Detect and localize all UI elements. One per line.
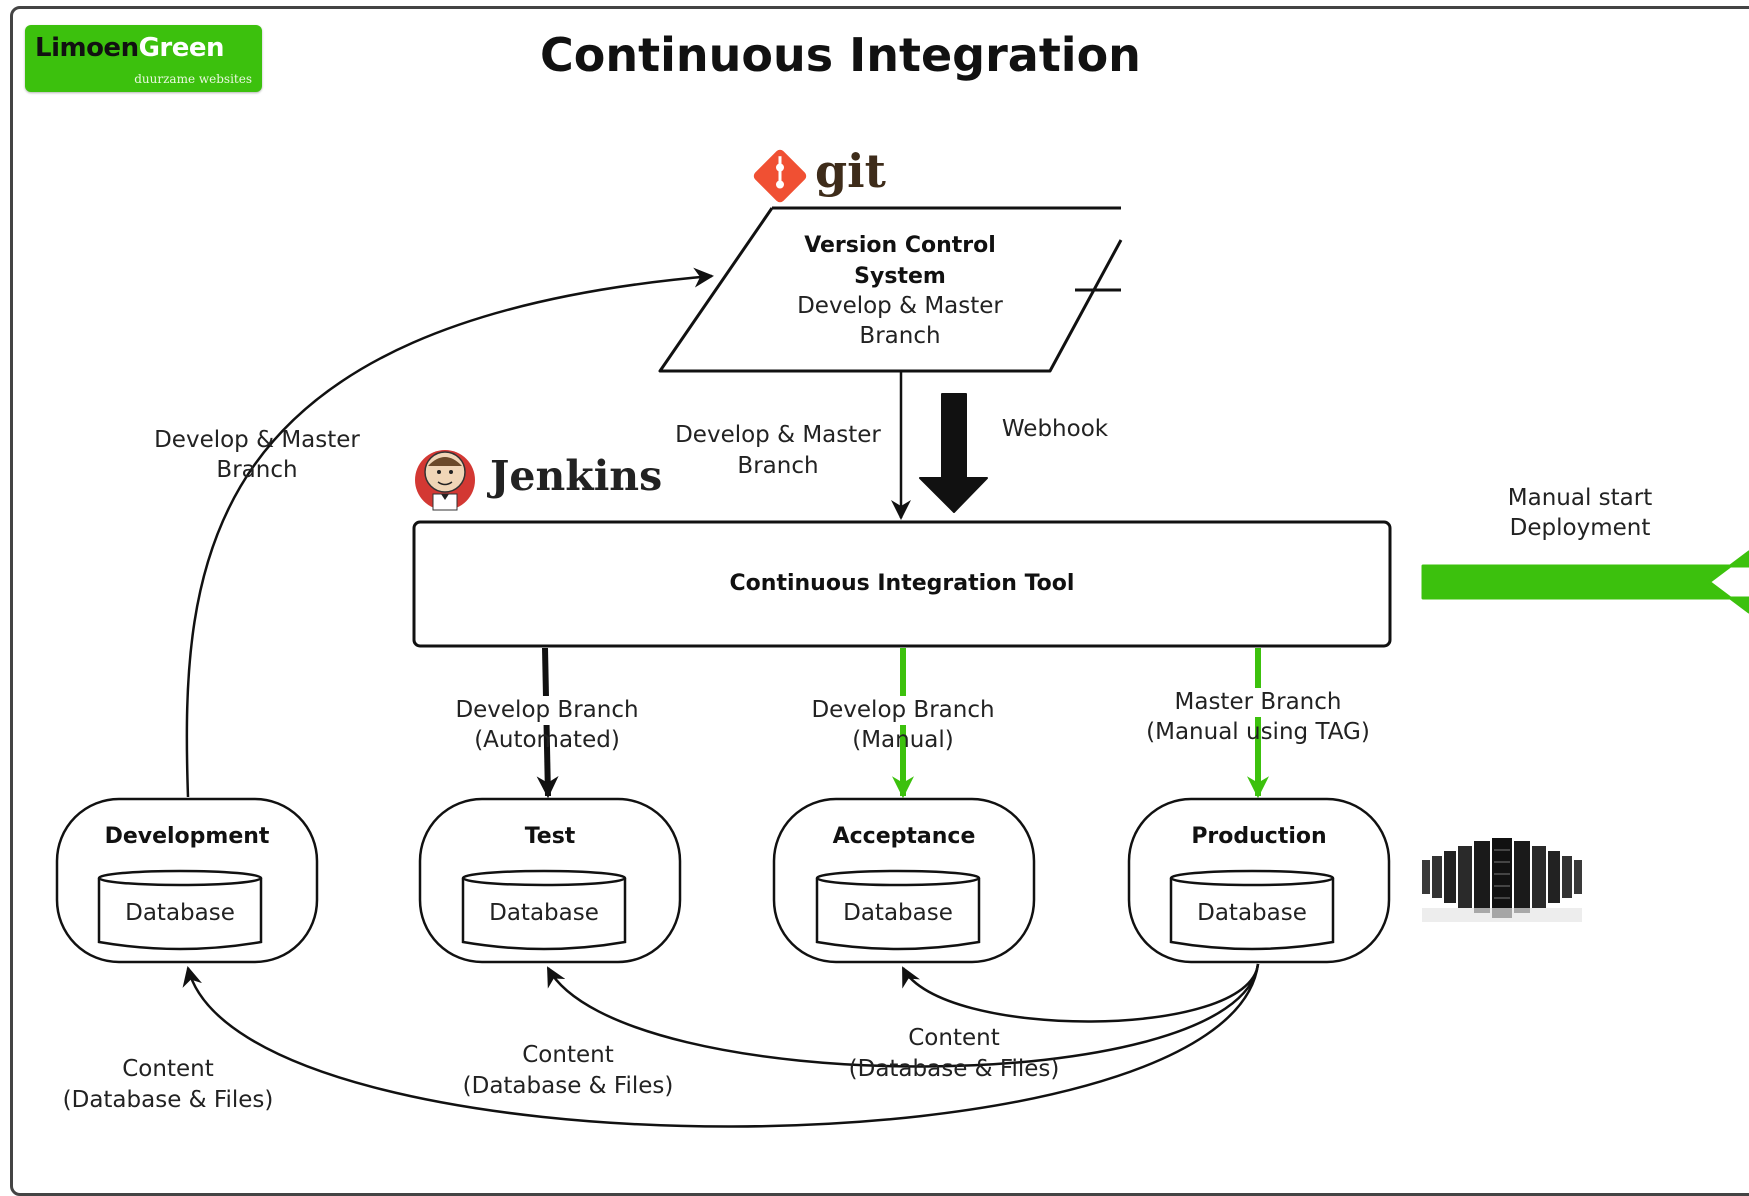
- vcs-to-ci-label-2: Branch: [737, 453, 819, 479]
- content-acc-label-2: (Database & Files): [848, 1056, 1060, 1082]
- logo-name-part2: Green: [138, 33, 225, 63]
- to-acceptance-label-2: (Manual): [852, 727, 954, 753]
- db-label-production: Database: [1197, 900, 1307, 926]
- vcs-sub-line2: Branch: [859, 323, 941, 349]
- manual-start-arrow: [1421, 550, 1749, 614]
- git-brand: git: [815, 144, 886, 198]
- db-cylinder-acceptance: [815, 869, 981, 951]
- jenkins-brand: Jenkins: [490, 452, 663, 500]
- ci-tool-label: Continuous Integration Tool: [729, 571, 1075, 596]
- env-name-acceptance: Acceptance: [832, 824, 976, 849]
- db-cylinder-development: [97, 869, 263, 951]
- env-name-test: Test: [524, 824, 576, 849]
- vcs-title-line2: System: [854, 264, 946, 289]
- content-dev-label-1: Content: [122, 1056, 214, 1082]
- to-test-label-1: Develop Branch: [430, 696, 664, 725]
- content-test-label-1: Content: [522, 1042, 614, 1068]
- server-rack-icon: [1422, 838, 1582, 922]
- manual-start-label-2: Deployment: [1509, 515, 1651, 541]
- db-label-test: Database: [489, 900, 599, 926]
- vcs-to-ci-label-1: Develop & Master: [675, 422, 881, 448]
- content-to-acceptance-arrow: [901, 963, 1260, 1023]
- db-label-development: Database: [125, 900, 235, 926]
- vcs-sub-line1: Develop & Master: [797, 293, 1003, 319]
- vcs-title-line1: Version Control: [804, 233, 996, 258]
- logo-name-part1: Limoen: [35, 33, 139, 63]
- webhook-arrow: [919, 393, 988, 513]
- dev-to-vcs-label-1: Develop & Master: [154, 427, 360, 453]
- to-production-label-2: (Manual using TAG): [1146, 719, 1370, 745]
- content-dev-label-2: (Database & Files): [62, 1087, 274, 1113]
- git-diamond-icon: [753, 149, 807, 203]
- to-acceptance-label-1: Develop Branch: [786, 696, 1020, 725]
- content-to-development-arrow: [182, 963, 1260, 1128]
- to-production-label-1: Master Branch: [1122, 688, 1394, 717]
- env-name-production: Production: [1191, 824, 1327, 849]
- env-name-development: Development: [104, 824, 270, 849]
- page-title: Continuous Integration: [540, 28, 1141, 82]
- webhook-label: Webhook: [1001, 416, 1109, 442]
- content-test-label-2: (Database & Files): [462, 1073, 674, 1099]
- ci-tool-box: [412, 520, 1392, 648]
- limoengreen-logo: LimoenGreen duurzame websites: [25, 25, 262, 92]
- to-test-label-2: (Automated): [474, 727, 620, 753]
- dev-to-vcs-arrow: [185, 267, 714, 798]
- jenkins-butler-icon: [415, 450, 475, 511]
- logo-tagline: duurzame websites: [134, 72, 252, 86]
- vcs-parallelogram: [658, 206, 1123, 373]
- db-cylinder-test: [461, 869, 627, 951]
- db-cylinder-production: [1169, 869, 1335, 951]
- content-acc-label-1: Content: [908, 1025, 1000, 1051]
- db-label-acceptance: Database: [843, 900, 953, 926]
- content-to-test-arrow: [546, 963, 1260, 1068]
- dev-to-vcs-label-2: Branch: [216, 457, 298, 483]
- manual-start-label-1: Manual start: [1507, 485, 1653, 511]
